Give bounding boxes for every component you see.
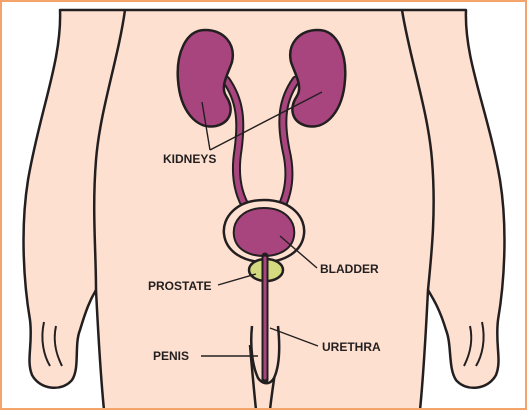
bladder bbox=[234, 208, 295, 256]
label-penis: PENIS bbox=[153, 349, 189, 363]
label-bladder: BLADDER bbox=[320, 262, 379, 276]
label-prostate: PROSTATE bbox=[148, 279, 212, 293]
label-kidneys: KIDNEYS bbox=[163, 152, 216, 166]
label-urethra: URETHRA bbox=[322, 340, 381, 354]
